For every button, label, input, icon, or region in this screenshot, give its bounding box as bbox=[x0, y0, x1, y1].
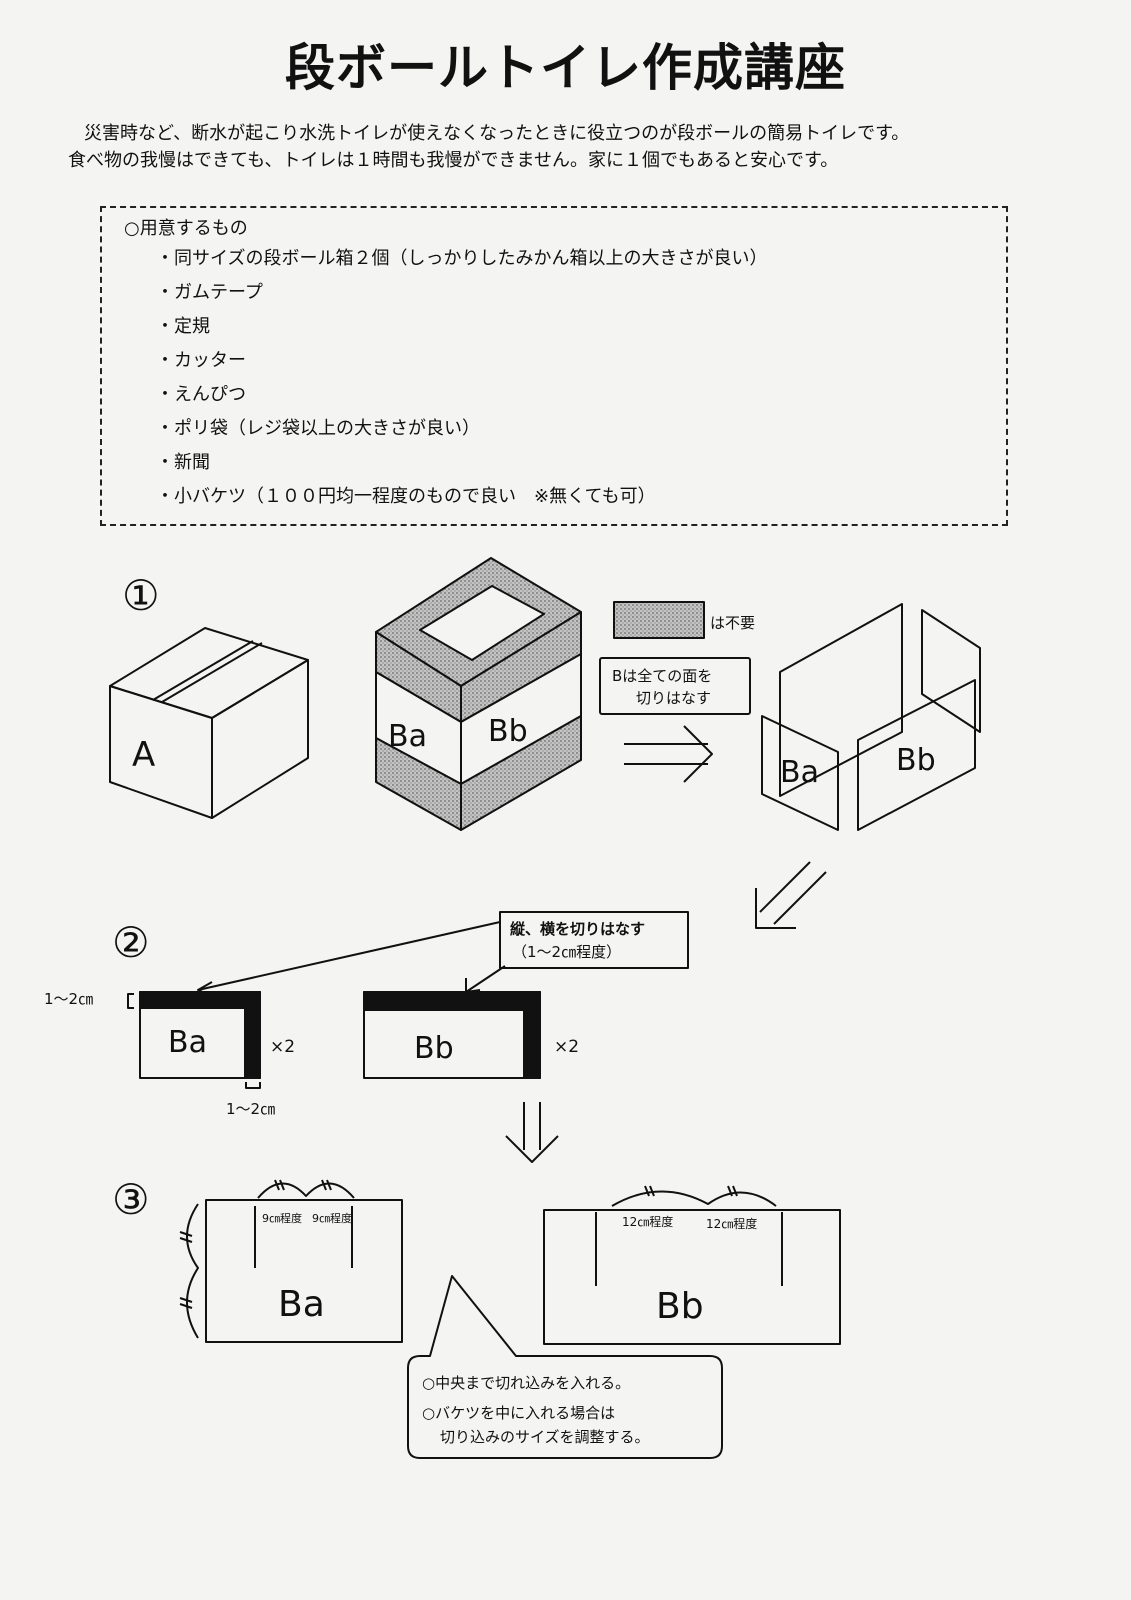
bb-cut-panel bbox=[543, 1209, 841, 1345]
callout-box bbox=[499, 911, 689, 969]
page-title: 段ボールトイレ作成講座 bbox=[285, 39, 846, 97]
bb-cut-label: Bb bbox=[656, 1286, 704, 1327]
note-line-3: 切り込みのサイズを調整する。 bbox=[440, 1428, 650, 1446]
material-item: 同サイズの段ボール箱２個（しっかりしたみかん箱以上の大きさが良い） bbox=[156, 242, 767, 276]
material-item: えんぴつ bbox=[156, 378, 767, 412]
ba-panel-label: Ba bbox=[168, 1025, 207, 1060]
material-item: 定規 bbox=[156, 310, 767, 344]
note-line-2: ○バケツを中に入れる場合は bbox=[422, 1404, 615, 1422]
step3-number: ③ bbox=[112, 1175, 150, 1224]
materials-heading: ○用意するもの bbox=[124, 218, 248, 239]
materials-box: ○用意するもの 同サイズの段ボール箱２個（しっかりしたみかん箱以上の大きさが良い… bbox=[100, 206, 1008, 526]
box-b bbox=[375, 557, 582, 831]
cut-panels bbox=[761, 603, 981, 831]
bb-panel-label: Bb bbox=[414, 1031, 454, 1066]
bb-times: ×2 bbox=[554, 1037, 579, 1057]
cut-instruction-line-1: Bは全ての面を bbox=[612, 667, 712, 685]
ba-panel bbox=[139, 991, 261, 1079]
legend-text: は不要 bbox=[710, 614, 755, 632]
ba-cut-label: Ba bbox=[278, 1284, 325, 1325]
materials-list: 同サイズの段ボール箱２個（しっかりしたみかん箱以上の大きさが良い） ガムテープ … bbox=[156, 242, 767, 514]
callout-line-1: 縦、横を切りはなす bbox=[510, 920, 645, 938]
bb-cut-2: 12㎝程度 bbox=[706, 1216, 757, 1231]
arrow-right-icon bbox=[624, 725, 713, 783]
intro-line-2: 食べ物の我慢はできても、トイレは１時間も我慢ができません。家に１個でもあると安心… bbox=[68, 150, 839, 171]
bb-cut-1: 12㎝程度 bbox=[622, 1214, 673, 1229]
intro-text: 災害時など、断水が起こり水洗トイレが使えなくなったときに役立つのが段ボールの簡易… bbox=[68, 120, 909, 174]
step2-number: ② bbox=[112, 918, 150, 967]
dim-bracket bbox=[127, 993, 134, 1009]
arrow-down-icon bbox=[505, 1102, 559, 1163]
callout-line-2: （1～2㎝程度） bbox=[512, 943, 621, 961]
panel-label-bb: Bb bbox=[896, 743, 936, 778]
material-item: ガムテープ bbox=[156, 276, 767, 310]
material-item: 新聞 bbox=[156, 446, 767, 480]
box-a bbox=[109, 627, 309, 819]
material-item: 小バケツ（１００円均一程度のもので良い ※無くても可） bbox=[156, 480, 767, 514]
box-a-label: A bbox=[132, 735, 155, 775]
cut-instruction-box bbox=[599, 657, 751, 715]
ba-cut-1: 9㎝程度 bbox=[262, 1211, 302, 1225]
box-b-label-bb: Bb bbox=[488, 714, 528, 749]
intro-line-1: 災害時など、断水が起こり水洗トイレが使えなくなったときに役立つのが段ボールの簡易… bbox=[84, 123, 910, 144]
step1-number: ① bbox=[122, 571, 160, 620]
ba-times: ×2 bbox=[270, 1037, 295, 1057]
cut-instruction-line-2: 切りはなす bbox=[636, 689, 711, 707]
material-item: ポリ袋（レジ袋以上の大きさが良い） bbox=[156, 412, 767, 446]
box-b-label-ba: Ba bbox=[388, 719, 427, 754]
dim-top: 1～2㎝ bbox=[44, 990, 93, 1008]
dim-side: 1～2㎝ bbox=[226, 1100, 275, 1118]
note-bubble bbox=[407, 1275, 723, 1459]
bb-panel bbox=[363, 991, 541, 1079]
ba-cut-2: 9㎝程度 bbox=[312, 1211, 352, 1225]
callout-pointer bbox=[197, 921, 501, 991]
ba-cut-panel bbox=[205, 1199, 403, 1343]
arrow-down-left-icon bbox=[755, 861, 827, 929]
material-item: カッター bbox=[156, 344, 767, 378]
panel-label-ba: Ba bbox=[780, 755, 819, 790]
note-line-1: ○中央まで切れ込みを入れる。 bbox=[422, 1374, 630, 1392]
unneeded-swatch bbox=[613, 601, 705, 639]
